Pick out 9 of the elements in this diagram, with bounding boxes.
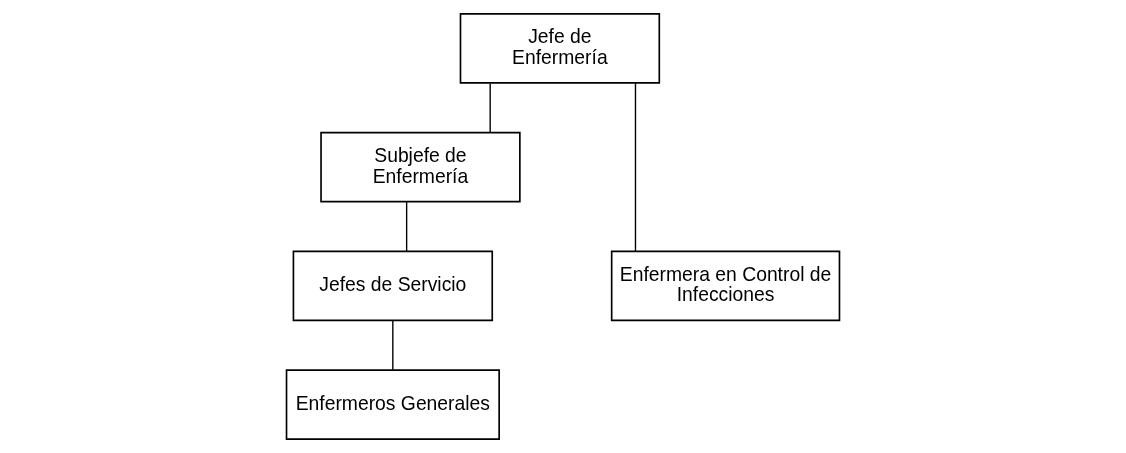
- node-box: Subjefe de Enfermería: [320, 131, 521, 203]
- node-box: Jefe de Enfermería: [459, 13, 661, 84]
- connector: [405, 201, 408, 252]
- node-box: Jefes de Servicio: [292, 250, 494, 322]
- node-box: Enfermeros Generales: [285, 369, 500, 440]
- node-box: Enfermera en Control de Infecciones: [610, 250, 841, 322]
- connector: [489, 82, 491, 134]
- connector: [392, 320, 394, 371]
- connector: [634, 82, 637, 252]
